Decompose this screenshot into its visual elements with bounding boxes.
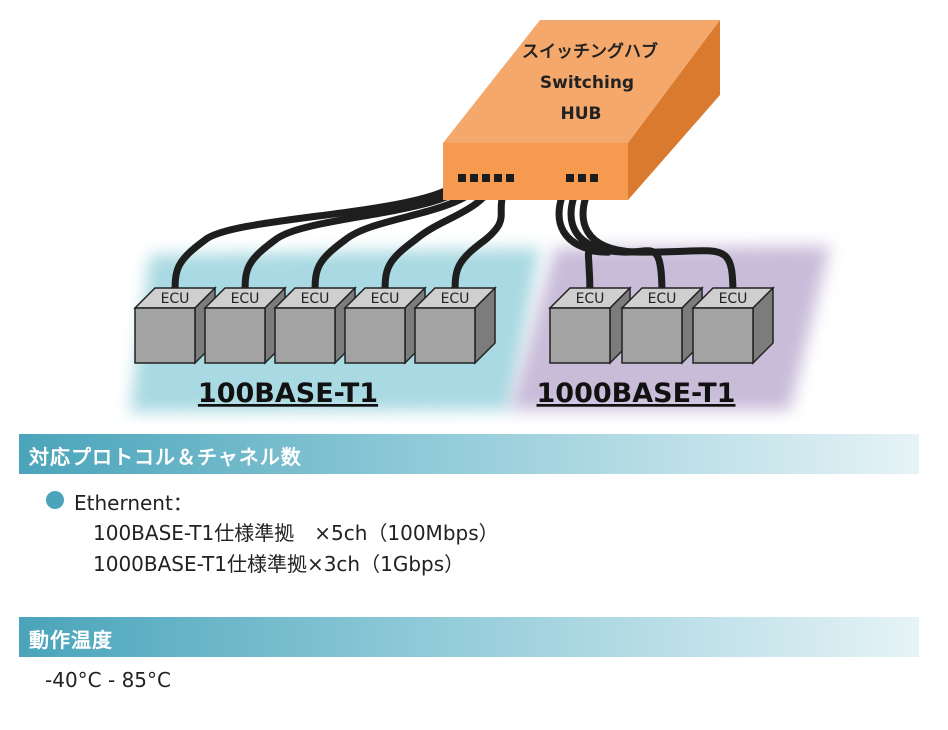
hub-label-jp: スイッチングハブ — [522, 41, 658, 62]
ecu-box: ECU — [413, 286, 497, 365]
spec-1000base: 1000BASE-T1仕様準拠×3ch（1Gbps） — [93, 552, 465, 576]
hub-port — [494, 174, 502, 182]
ecu-front-face — [692, 307, 754, 364]
ecu-label: ECU — [576, 291, 605, 307]
ecu-front-face — [134, 307, 196, 364]
cable — [579, 174, 737, 300]
protocol-section-title: 対応プロトコル＆チャネル数 — [29, 445, 302, 469]
ecu-front-face — [549, 307, 611, 364]
ecu-label: ECU — [371, 291, 400, 307]
hub-port — [578, 174, 586, 182]
hub-port — [590, 174, 598, 182]
bullet-dot-icon — [46, 491, 64, 509]
cable — [381, 174, 502, 300]
hub-label-en2: HUB — [561, 104, 602, 124]
ecu-label: ECU — [301, 291, 330, 307]
hub-port — [482, 174, 490, 182]
label-100base-t1: 100BASE-T1 — [198, 378, 378, 409]
spec-100base: 100BASE-T1仕様準拠 ×5ch（100Mbps） — [93, 521, 499, 545]
ecu-label: ECU — [161, 291, 190, 307]
ecu-box: ECU — [620, 286, 704, 365]
ecu-front-face — [621, 307, 683, 364]
ecu-front-face — [204, 307, 266, 364]
ecu-label: ECU — [441, 291, 470, 307]
hub-ports — [458, 174, 598, 182]
cable — [451, 174, 514, 300]
ecu-box: ECU — [343, 286, 427, 365]
ecu-front-face — [274, 307, 336, 364]
ecu-box: ECU — [548, 286, 632, 365]
switching-hub: スイッチングハブ Switching HUB — [443, 20, 720, 200]
temperature-value: -40°C - 85°C — [45, 668, 171, 692]
ecu-front-face — [414, 307, 476, 364]
ecu-box: ECU — [273, 286, 357, 365]
hub-port — [470, 174, 478, 182]
hub-port — [458, 174, 466, 182]
ecu-group: ECU ECU ECU ECU ECU ECU ECU ECU — [133, 286, 775, 365]
temperature-section-header: 動作温度 — [19, 617, 919, 657]
protocol-section-header: 対応プロトコル＆チャネル数 — [19, 434, 919, 474]
hub-label-en: Switching — [540, 73, 634, 93]
ecu-box: ECU — [203, 286, 287, 365]
cable — [171, 174, 466, 300]
ecu-label: ECU — [719, 291, 748, 307]
ecu-box: ECU — [133, 286, 217, 365]
ethernet-label: Ethernent： — [74, 491, 193, 515]
hub-side-face — [628, 20, 720, 200]
hub-front-face — [443, 143, 628, 200]
temperature-section-title: 動作温度 — [29, 628, 113, 652]
label-1000base-t1: 1000BASE-T1 — [537, 378, 736, 409]
ecu-front-face — [344, 307, 406, 364]
cable — [241, 174, 478, 300]
ecu-label: ECU — [648, 291, 677, 307]
ecu-box: ECU — [691, 286, 775, 365]
ecu-label: ECU — [231, 291, 260, 307]
hub-top-face — [443, 20, 720, 143]
hub-port — [506, 174, 514, 182]
hub-port — [566, 174, 574, 182]
